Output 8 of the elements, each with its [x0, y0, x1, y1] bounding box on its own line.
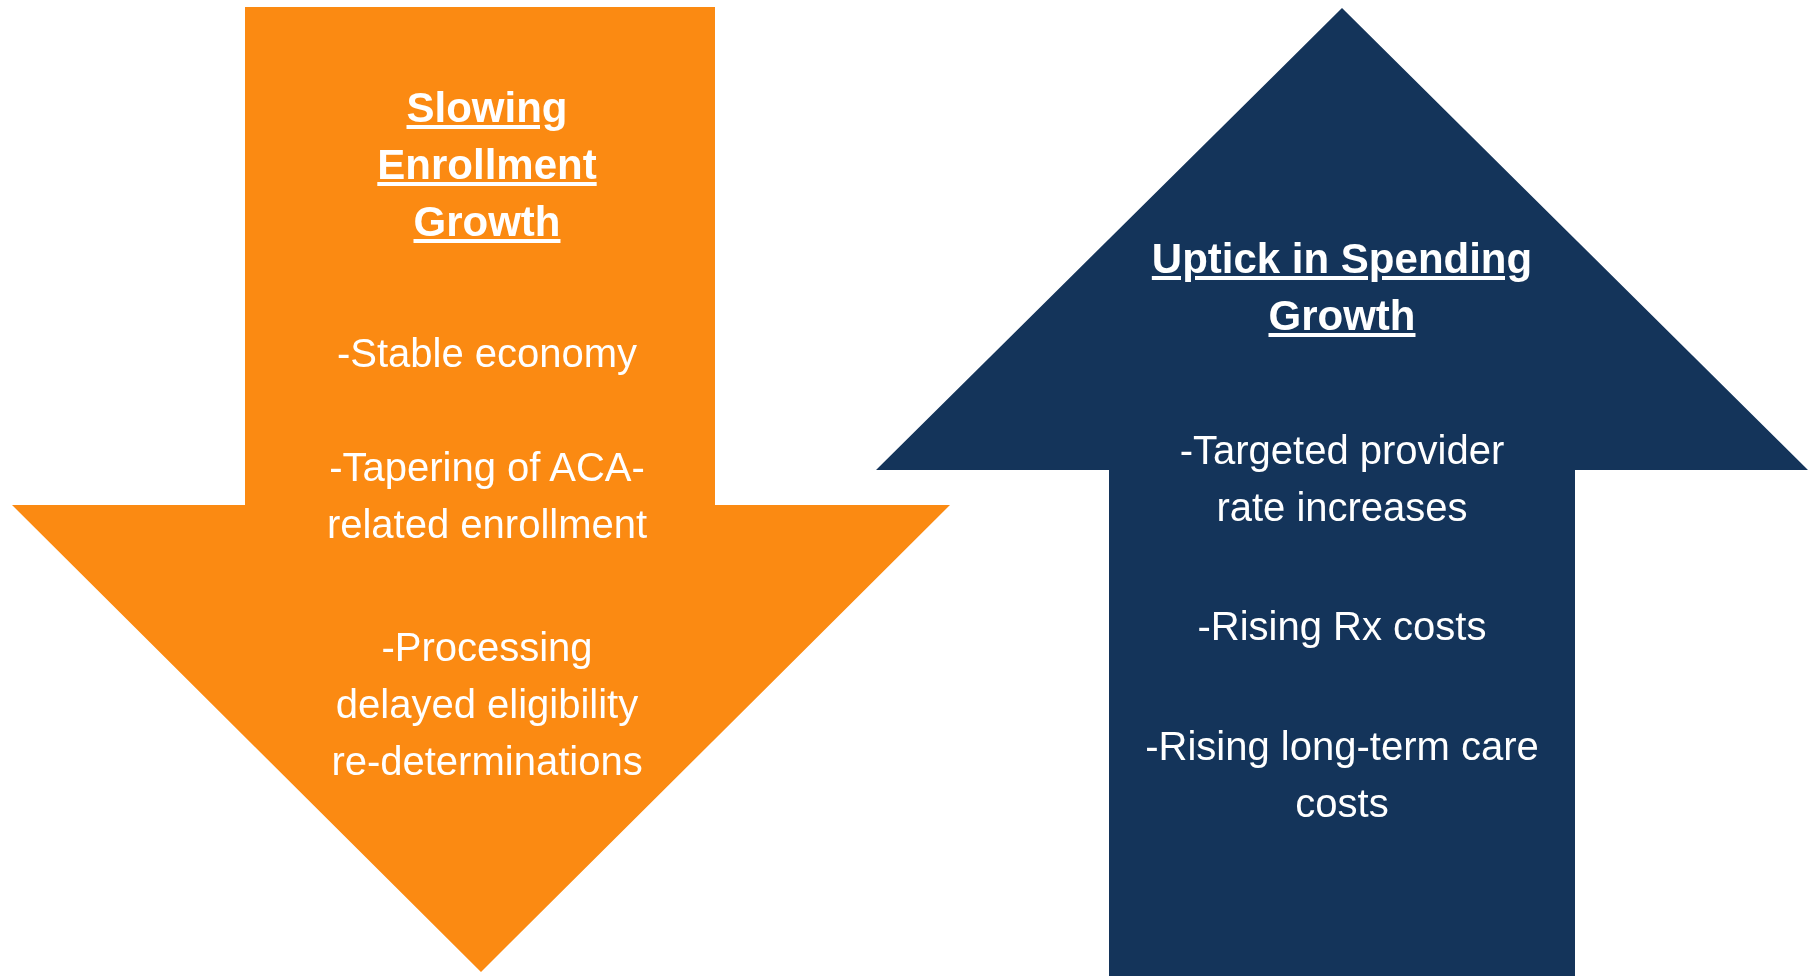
- bullet-text: -Stable economy: [335, 330, 639, 377]
- bullet-text: -Processing delayed eligibility re-determinations: [330, 624, 644, 785]
- bullet-text: -Rising Rx costs: [1196, 603, 1488, 650]
- bullet-text: -Rising long-term care costs: [1144, 723, 1540, 827]
- heading: Uptick in Spending Growth: [1150, 234, 1534, 341]
- bullet-text: -Targeted provider rate increases: [1178, 427, 1506, 531]
- bullet-text: -Tapering of ACA-related enrollment: [325, 444, 649, 548]
- heading: Slowing Enrollment Growth: [376, 83, 598, 247]
